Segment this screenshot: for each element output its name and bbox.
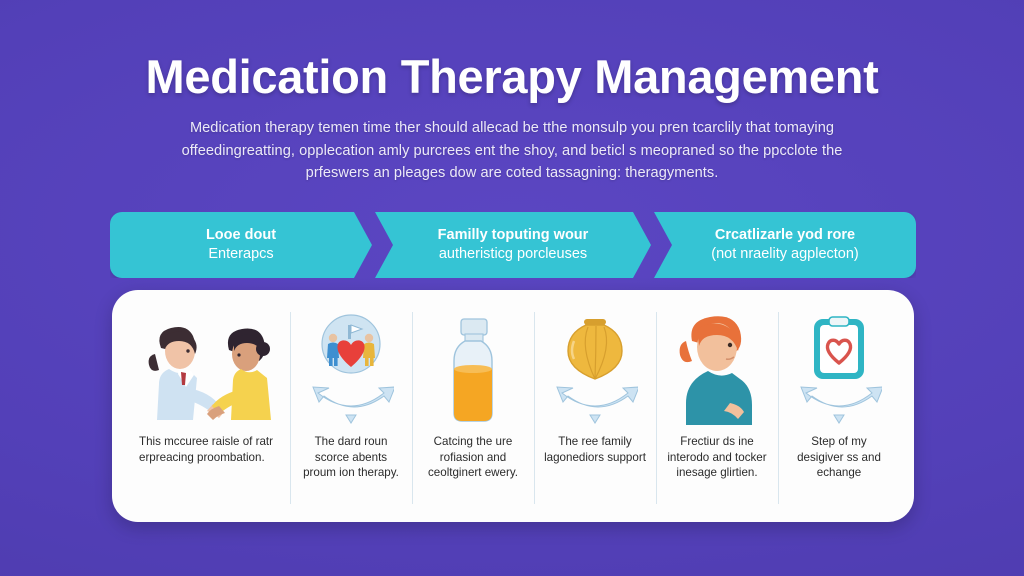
feature-card: This mccuree raisle of ratr erpreacing p… bbox=[112, 290, 914, 522]
banner-1-text: Looe dout Enterapcs bbox=[206, 226, 276, 264]
clipboard-heart-icon bbox=[785, 306, 893, 428]
subtitle-line-3: prfeswers an pleages dow are coted tassa… bbox=[305, 165, 719, 181]
banner-item-2[interactable]: Familly toputing wour autheristicg porcl… bbox=[375, 212, 651, 278]
banner-1-line-2: Enterapcs bbox=[208, 246, 274, 262]
banner-2-line-2: autheristicg porcleuses bbox=[438, 246, 588, 262]
subtitle-line-1: Medication therapy temen time ther shoul… bbox=[189, 120, 835, 136]
card-caption-4: The ree family lagonediors support bbox=[544, 435, 646, 464]
subtitle-line-2: offeedingreatting, opplecation amly purc… bbox=[181, 142, 843, 159]
banner-2-text: Familly toputing wour autheristicg porcl… bbox=[438, 226, 589, 264]
gold-vase-icon bbox=[541, 306, 649, 428]
card-caption-6: Step of my desigiver ss and echange bbox=[797, 435, 881, 479]
banner-chevron-row: Looe dout Enterapcs Familly toputing wou… bbox=[110, 212, 916, 278]
banner-3-text: Crcatlizarle yod rore (not nraelity agpl… bbox=[711, 226, 859, 264]
page-subtitle: Medication therapy temen time ther shoul… bbox=[92, 117, 932, 185]
banner-1-line-1: Looe dout bbox=[205, 227, 277, 243]
banner-3-line-2: (not nraelity agplecton) bbox=[711, 246, 859, 262]
card-column-1: This mccuree raisle of ratr erpreacing p… bbox=[126, 306, 290, 510]
card-caption-2: The dard roun scorce abents proum ion th… bbox=[303, 435, 399, 479]
banner-item-1[interactable]: Looe dout Enterapcs bbox=[110, 212, 372, 278]
card-column-2: The dard roun scorce abents proum ion th… bbox=[290, 306, 412, 510]
card-column-5: Frectiur ds ine interodo and tocker ines… bbox=[656, 306, 778, 510]
pharmacist-patient-consultation-icon bbox=[133, 306, 283, 428]
card-caption-5: Frectiur ds ine interodo and tocker ines… bbox=[667, 435, 767, 479]
banner-3-line-1: Crcatlizarle yod rore bbox=[714, 227, 856, 243]
heart-people-circle-icon bbox=[297, 306, 405, 428]
medicine-bottle-icon bbox=[419, 306, 527, 428]
card-column-6: Step of my desigiver ss and echange bbox=[778, 306, 900, 510]
page-title: Medication Therapy Management bbox=[145, 50, 879, 103]
card-column-4: The ree family lagonediors support bbox=[534, 306, 656, 510]
card-caption-1: This mccuree raisle of ratr erpreacing p… bbox=[139, 435, 274, 464]
banner-2-line-1: Familly toputing wour bbox=[437, 227, 589, 243]
woman-profile-icon bbox=[663, 306, 771, 428]
card-caption-3: Catcing the ure rofiasion and ceoltginer… bbox=[428, 435, 518, 479]
card-column-3: Catcing the ure rofiasion and ceoltginer… bbox=[412, 306, 534, 510]
banner-item-3[interactable]: Crcatlizarle yod rore (not nraelity agpl… bbox=[654, 212, 916, 278]
